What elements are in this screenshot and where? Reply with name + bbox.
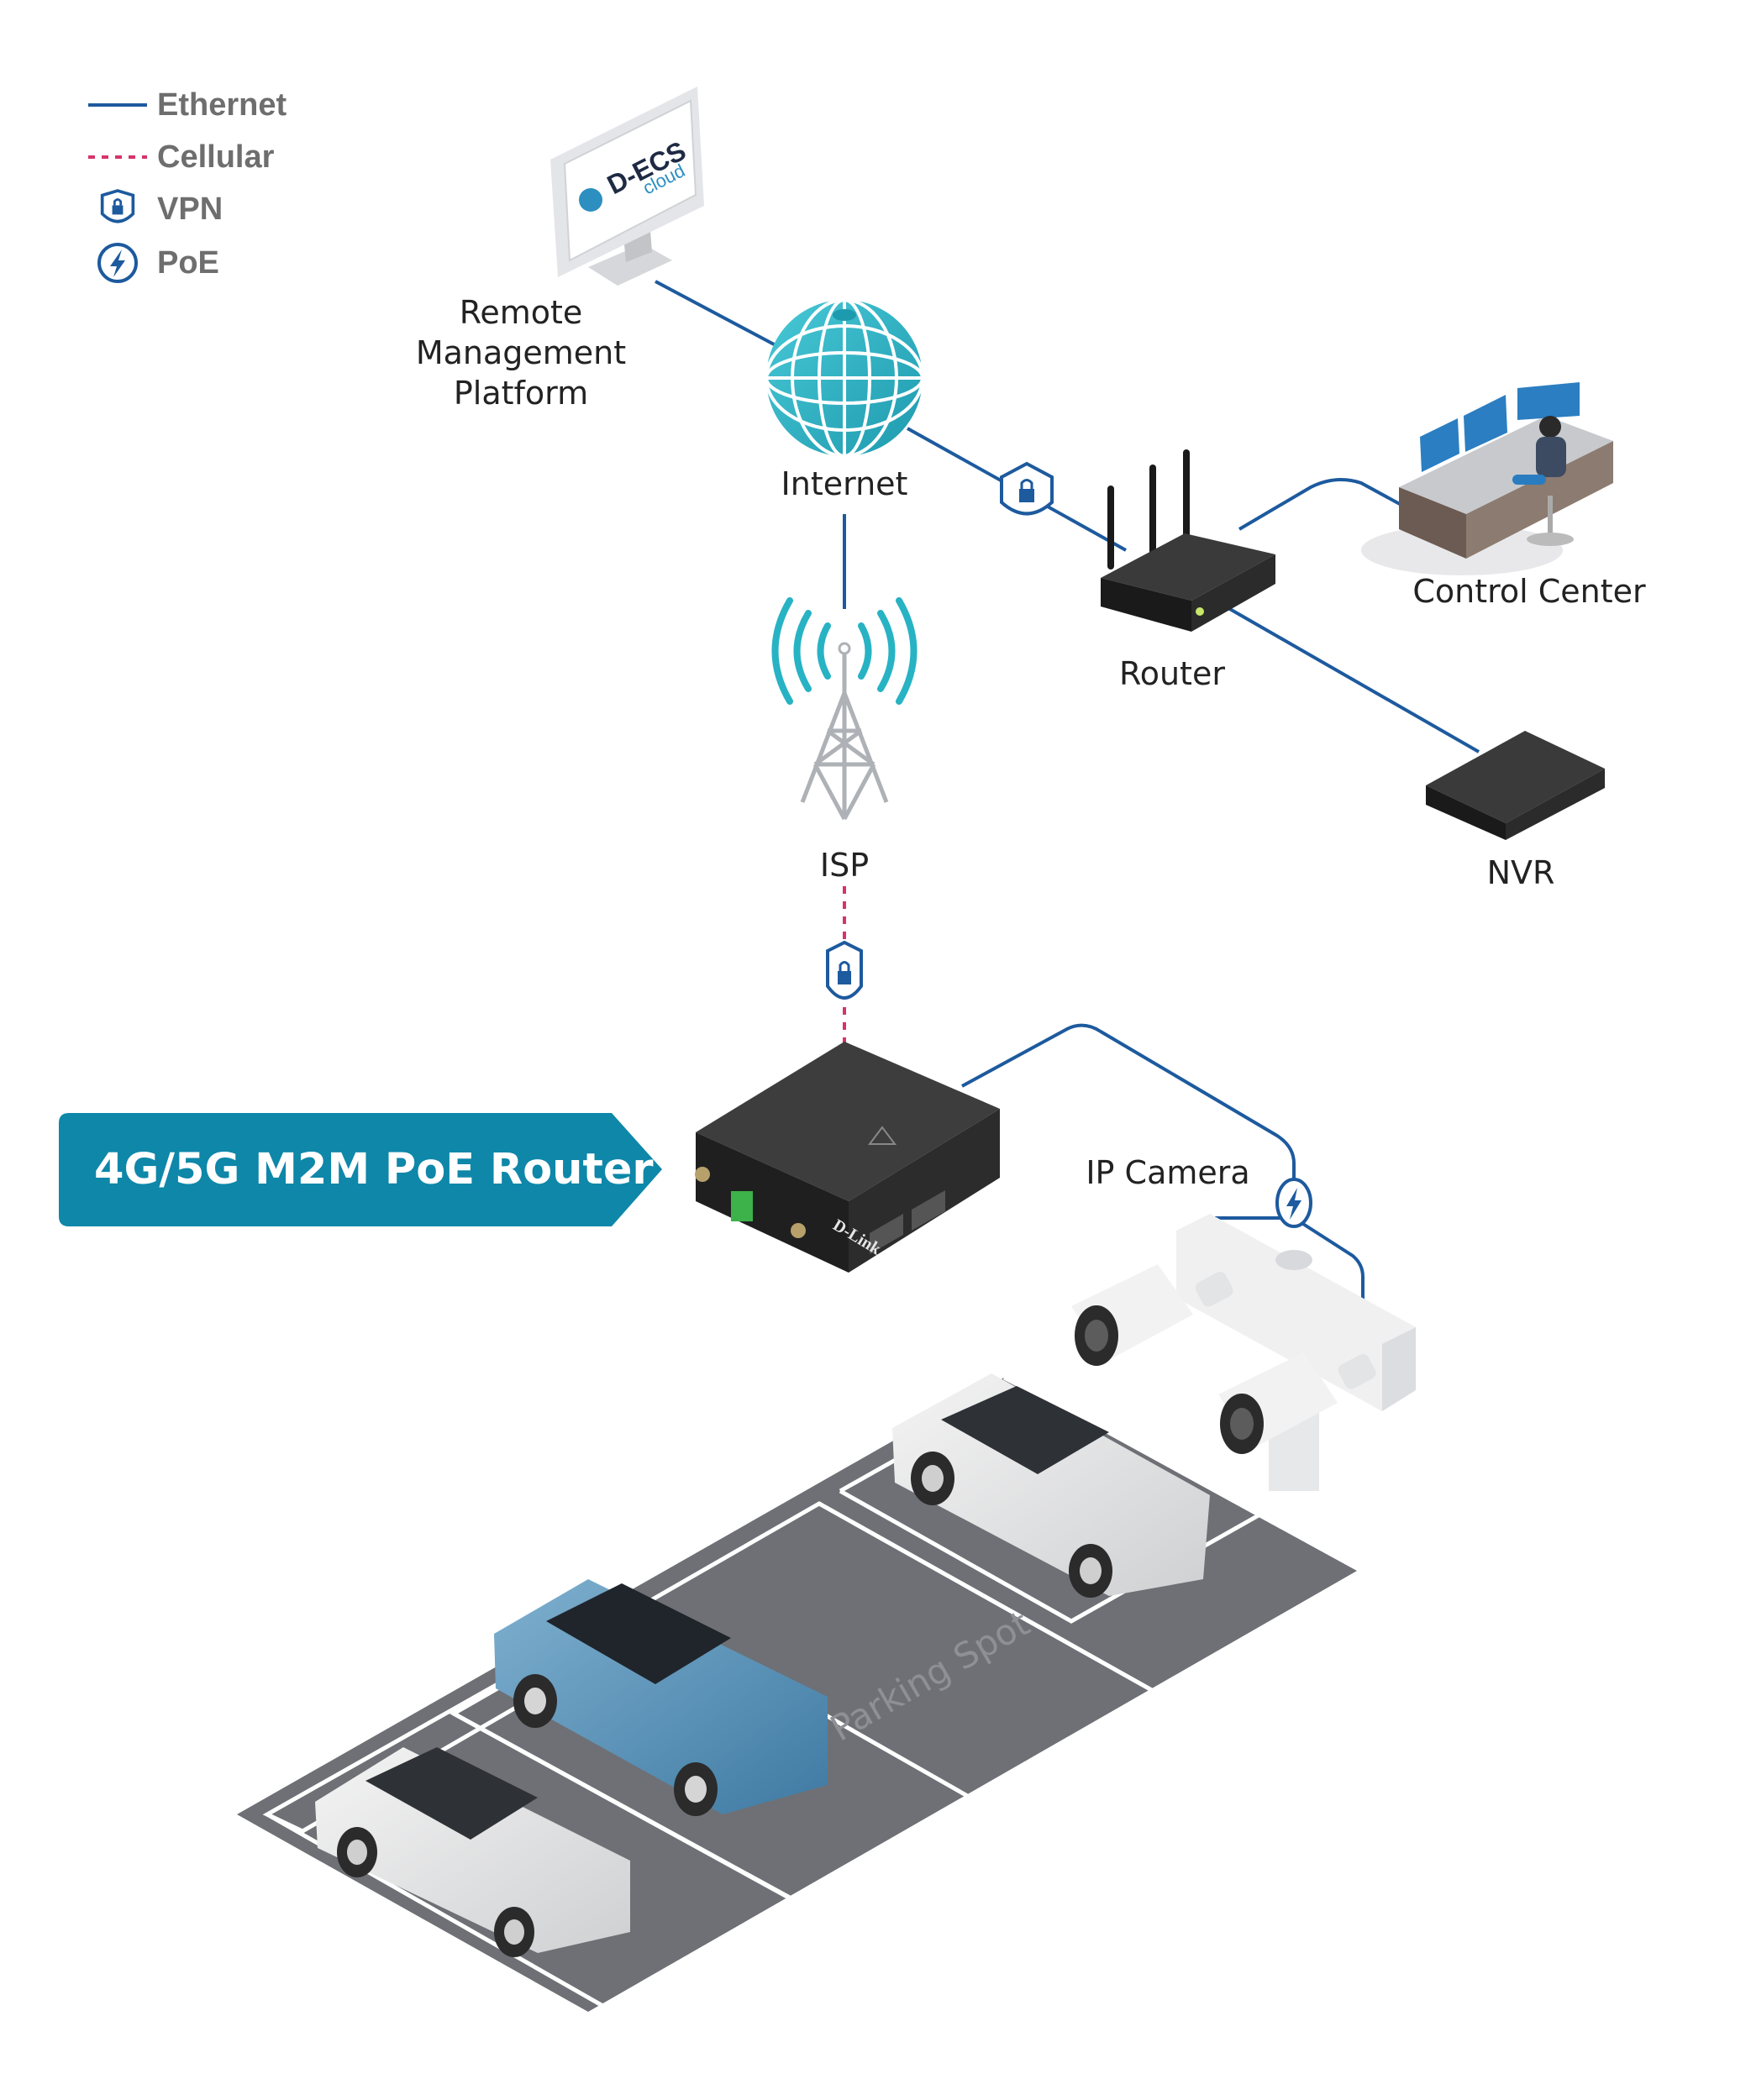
m2m-poe-router-device: D-Link <box>695 1042 1000 1273</box>
router-device <box>1101 449 1275 632</box>
link-camera-right <box>1292 1216 1365 1344</box>
legend-poe: PoE <box>88 242 219 284</box>
nvr-label: NVR <box>1486 854 1555 891</box>
legend-cellular-label: Cellular <box>157 139 275 175</box>
legend-vpn: VPN <box>88 188 223 230</box>
product-banner <box>59 1113 662 1226</box>
control-center-workstation <box>1361 382 1613 575</box>
car-icon <box>315 1747 630 1957</box>
car-icon <box>494 1579 828 1816</box>
car-icon <box>892 1373 1210 1598</box>
ip-camera-label: IP Camera <box>1086 1154 1250 1191</box>
control-center-label: Control Center <box>1412 573 1646 610</box>
internet-label: Internet <box>781 465 908 502</box>
link-router-control <box>1238 478 1408 531</box>
link-m2m-camera <box>961 1023 1296 1193</box>
legend-ethernet-label: Ethernet <box>157 87 287 123</box>
isp-label: ISP <box>819 847 870 884</box>
remote-platform-label-line3: Platform <box>453 375 589 412</box>
cell-tower-icon <box>771 597 918 821</box>
poe-icon <box>1275 1178 1312 1228</box>
router-label: Router <box>1119 655 1225 692</box>
vpn-shield-icon <box>88 188 147 230</box>
link-platform-internet <box>655 280 791 354</box>
ip-camera-icon <box>1071 1264 1233 1366</box>
vpn-shield-icon <box>1000 461 1054 516</box>
legend-vpn-label: VPN <box>157 191 223 227</box>
banner-title: 4G/5G M2M PoE Router <box>94 1145 654 1194</box>
legend-ethernet: Ethernet <box>88 84 287 126</box>
camera-mount <box>1176 1214 1416 1491</box>
legend-poe-label: PoE <box>157 244 219 281</box>
nvr-device <box>1426 731 1605 840</box>
link-router-nvr <box>1222 603 1480 753</box>
remote-monitor: D-ECS cloud <box>550 87 704 286</box>
ip-camera-icon <box>1218 1352 1376 1454</box>
cloud-logo-icon <box>579 188 602 212</box>
legend-cellular: Cellular <box>88 136 274 178</box>
vpn-shield-icon <box>826 940 863 1000</box>
remote-platform-label: Remote Management Platform <box>395 292 647 413</box>
poe-icon <box>88 242 147 284</box>
remote-platform-label-line2: Management <box>415 334 627 371</box>
remote-platform-label-line1: Remote <box>459 294 583 331</box>
internet-globe-icon <box>765 298 924 458</box>
ethernet-line-icon <box>88 84 147 126</box>
cellular-line-icon <box>88 136 147 178</box>
